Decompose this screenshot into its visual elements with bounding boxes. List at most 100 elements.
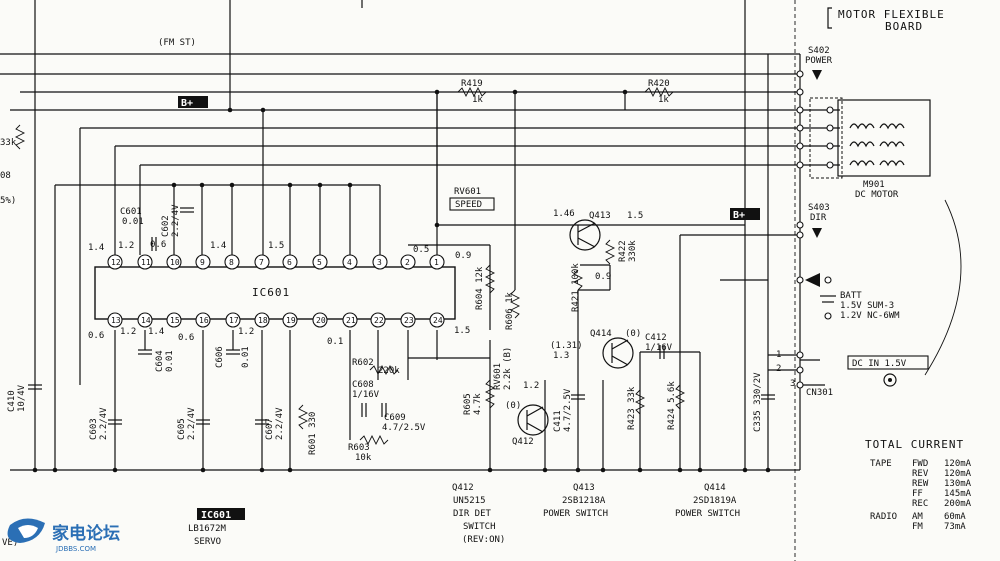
label-bplus-2: B+ xyxy=(733,210,745,221)
label-dir-det: DIR DET xyxy=(453,509,492,519)
label-q414-title: Q414 xyxy=(704,483,726,493)
pin-num: 1 xyxy=(434,258,439,267)
label-r423: R423 33k xyxy=(627,386,637,430)
label-rv601: RV601 xyxy=(454,187,481,197)
label-12: 1.2 xyxy=(523,381,539,391)
label-r603-val: 10k xyxy=(355,453,372,463)
pin-num: 17 xyxy=(229,316,239,325)
label-c604: C604 xyxy=(155,350,165,372)
pin-num: 7 xyxy=(259,258,264,267)
labels: (FM ST) R419 1k R420 1k B+ B+ MOTOR FLEX… xyxy=(2,8,964,548)
label-s402: S402 xyxy=(808,46,830,56)
label-14b: 1.4 xyxy=(210,241,226,251)
label-q413: Q413 xyxy=(589,211,611,221)
label-c609: C609 xyxy=(384,413,406,423)
label-r420: R420 xyxy=(648,79,670,89)
label-c602: C602 xyxy=(161,215,171,237)
label-batt-2: 1.2V NC-6WM xyxy=(840,311,900,321)
pin-num: 22 xyxy=(374,316,384,325)
label-09b: 0.9 xyxy=(455,251,471,261)
label-radio: RADIO xyxy=(870,512,897,522)
rotated-labels: C602 2.2/4V C604 0.01 C606 0.01 C603 2.2… xyxy=(7,204,763,455)
label-06c: 0.6 xyxy=(178,333,194,343)
label-r606: R606 1k xyxy=(505,291,515,330)
pin-num: 23 xyxy=(404,316,414,325)
label-c412: C412 xyxy=(645,333,667,343)
pin-num: 15 xyxy=(170,316,180,325)
label-q413-title: Q413 xyxy=(573,483,595,493)
tc-rev: REV xyxy=(912,469,929,479)
label-131: (1.31) xyxy=(550,341,583,351)
pin-num: 16 xyxy=(199,316,209,325)
label-06a: 0.6 xyxy=(150,240,166,250)
pin-num: 10 xyxy=(170,258,180,267)
label-r601: R601 330 xyxy=(308,412,318,455)
label-c607: C607 xyxy=(265,418,275,440)
label-r605-val: 4.7k xyxy=(473,393,483,415)
label-q414: Q414 xyxy=(590,329,612,339)
pin-num: 18 xyxy=(258,316,268,325)
label-2sb1218a: 2SB1218A xyxy=(562,496,606,506)
label-motor-flex-1: MOTOR FLEXIBLE xyxy=(838,8,945,21)
label-c607-val: 2.2/4V xyxy=(275,407,285,440)
label-motor-flex-2: BOARD xyxy=(885,20,923,33)
label-c608: C608 xyxy=(352,380,374,390)
switch-arrows xyxy=(805,70,822,287)
label-speed: SPEED xyxy=(455,200,482,210)
label-bplus-1: B+ xyxy=(181,98,193,109)
label-left-08: 08 xyxy=(0,171,11,181)
label-01: 0.1 xyxy=(327,337,343,347)
watermark-url: JDBBS.COM xyxy=(55,545,96,553)
label-15c: 1.5 xyxy=(454,326,470,336)
label-q413-fn: POWER SWITCH xyxy=(543,509,608,519)
ic-pin-markers xyxy=(107,254,445,328)
label-12a: 1.2 xyxy=(118,241,134,251)
label-batt-1: 1.5V SUM-3 xyxy=(840,301,894,311)
pin-num: 2 xyxy=(405,258,410,267)
label-fm-st: (FM ST) xyxy=(158,38,196,48)
ic601-body xyxy=(94,266,456,320)
label-total-current: TOTAL CURRENT xyxy=(865,438,964,451)
label-q412: Q412 xyxy=(512,437,534,447)
label-c411: C411 xyxy=(553,410,563,432)
label-left-5pct: 5%) xyxy=(0,196,16,206)
tc-am: AM xyxy=(912,512,923,522)
label-c605: C605 xyxy=(177,418,187,440)
resistor-symbols xyxy=(14,86,686,446)
tc-rev-val: 120mA xyxy=(944,469,972,479)
label-pin1: 1 xyxy=(776,350,781,360)
label-r424: R424 5.6k xyxy=(667,381,677,430)
label-12b: 1.2 xyxy=(120,327,136,337)
label-15a: 1.5 xyxy=(627,211,643,221)
label-c604-val: 0.01 xyxy=(165,350,175,372)
label-lb1672m: LB1672M xyxy=(188,524,227,534)
label-ic601-tag: IC601 xyxy=(201,510,231,521)
label-c412-val: 1/16V xyxy=(645,343,673,353)
site-watermark: 家电论坛 JDBBS.COM xyxy=(7,518,120,553)
dc-in-jack xyxy=(847,355,929,387)
label-tape: TAPE xyxy=(870,459,892,469)
label-r605: R605 xyxy=(463,393,473,415)
bus-wires xyxy=(0,0,840,561)
pin-num: 13 xyxy=(111,316,121,325)
label-cn301: CN301 xyxy=(806,388,833,398)
pin-num: 3 xyxy=(377,258,382,267)
label-c410-val: 10/4V xyxy=(17,384,27,412)
left-edge-labels: 33k 08 5%) xyxy=(0,138,17,206)
pin-num: 21 xyxy=(346,316,356,325)
pin-num: 14 xyxy=(141,316,151,325)
label-r602-val: 220k xyxy=(378,366,400,376)
pin-num: 19 xyxy=(286,316,296,325)
motor-coils xyxy=(809,97,931,179)
label-c601-val: 0.01 xyxy=(122,217,144,227)
label-r419-val: 1k xyxy=(472,95,483,105)
watermark-text: 家电论坛 xyxy=(52,523,120,544)
label-rev-on: (REV:ON) xyxy=(462,535,505,545)
label-06b: 0.6 xyxy=(88,331,104,341)
capacitor-symbols xyxy=(28,207,836,425)
label-q414-fn: POWER SWITCH xyxy=(675,509,740,519)
label-pin2: 2 xyxy=(776,364,781,374)
tc-fwd: FWD xyxy=(912,459,928,469)
tc-ff-val: 145mA xyxy=(944,489,972,499)
